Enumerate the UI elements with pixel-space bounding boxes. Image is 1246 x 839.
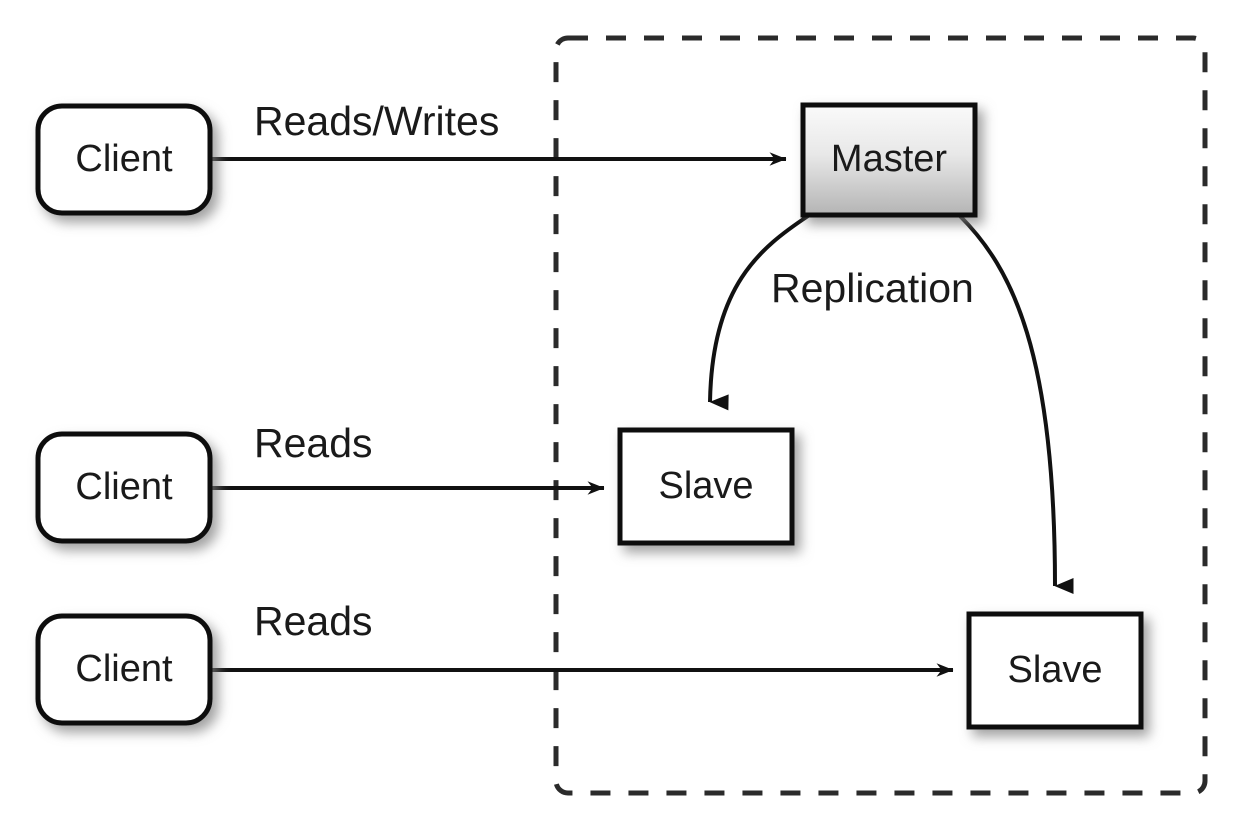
master-box[interactable] (800, 102, 978, 218)
node-master[interactable]: Master (800, 102, 978, 218)
edge-label-reads-middle: Reads (254, 420, 373, 466)
node-client-bottom[interactable]: Client (35, 613, 213, 726)
node-client-top[interactable]: Client (35, 103, 213, 216)
slave-top-box[interactable] (617, 427, 795, 546)
client-bottom-label: Client (75, 648, 173, 690)
client-bottom-box[interactable] (35, 613, 213, 726)
slave-bottom-label: Slave (1007, 649, 1102, 691)
node-client-middle[interactable]: Client (35, 431, 213, 544)
slave-top-label: Slave (658, 465, 753, 507)
edge-master-to-slave-bottom (958, 214, 1074, 594)
master-label: Master (831, 138, 947, 180)
slave-bottom-box[interactable] (966, 611, 1144, 730)
client-top-box[interactable] (35, 103, 213, 216)
database-cluster-boundary (553, 35, 1208, 796)
edge-master-to-slave-top (708, 214, 810, 411)
client-top-label: Client (75, 138, 173, 180)
node-slave-bottom[interactable]: Slave (966, 611, 1144, 730)
client-middle-label: Client (75, 466, 173, 508)
edge-label-replication: Replication (771, 265, 974, 311)
node-slave-top[interactable]: Slave (617, 427, 795, 546)
edge-label-reads-writes: Reads/Writes (254, 98, 499, 144)
client-middle-box[interactable] (35, 431, 213, 544)
edge-label-reads-bottom: Reads (254, 598, 373, 644)
